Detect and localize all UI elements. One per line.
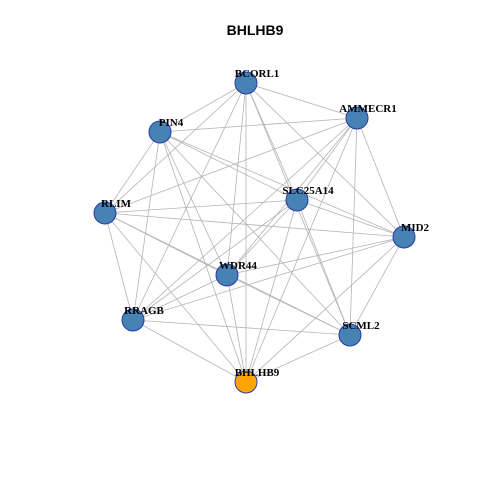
edge-slc25a14-rlim — [104, 199, 298, 214]
node-label-ammecr1: AMMECR1 — [339, 103, 396, 115]
node-rlim[interactable] — [93, 201, 117, 225]
graph-title: BHLHB9 — [227, 22, 284, 38]
edge-rlim-mid2 — [104, 212, 405, 238]
edge-ammecr1-scml2 — [349, 117, 358, 336]
node-mid2[interactable] — [392, 225, 416, 249]
edge-mid2-wdr44 — [226, 236, 405, 276]
node-ammecr1[interactable] — [345, 106, 369, 130]
node-bhlhb9[interactable] — [234, 370, 258, 394]
node-label-rlim: RLIM — [101, 198, 132, 210]
node-label-slc25a14: SLC25A14 — [282, 185, 334, 197]
node-layer — [93, 71, 416, 394]
edge-bcorl1-wdr44 — [226, 82, 247, 276]
edge-pin4-bhlhb9 — [159, 131, 247, 383]
edge-pin4-scml2 — [159, 131, 351, 336]
node-bcorl1[interactable] — [234, 71, 258, 95]
node-label-pin4: PIN4 — [159, 117, 184, 129]
node-label-wdr44: WDR44 — [219, 260, 257, 272]
edge-mid2-scml2 — [349, 236, 405, 336]
edge-wdr44-rragb — [132, 274, 228, 321]
edge-ammecr1-mid2 — [356, 117, 405, 238]
edge-pin4-wdr44 — [159, 131, 228, 276]
edge-pin4-mid2 — [159, 131, 405, 238]
edge-bcorl1-mid2 — [245, 82, 405, 238]
edge-pin4-slc25a14 — [159, 131, 298, 201]
node-label-bcorl1: BCORL1 — [235, 68, 280, 80]
edge-slc25a14-rragb — [132, 199, 298, 321]
edge-slc25a14-wdr44 — [226, 199, 298, 276]
edge-slc25a14-bhlhb9 — [245, 199, 298, 383]
edge-pin4-rragb — [132, 131, 161, 321]
edge-wdr44-scml2 — [226, 274, 351, 336]
edge-ammecr1-pin4 — [159, 117, 358, 133]
edge-pin4-rlim — [104, 131, 161, 214]
node-label-bhlhb9: BHLHB9 — [235, 367, 280, 379]
node-wdr44[interactable] — [215, 263, 239, 287]
node-label-rragb: RRAGB — [124, 305, 164, 317]
node-label-mid2: MID2 — [401, 222, 430, 234]
node-slc25a14[interactable] — [285, 188, 309, 212]
edge-mid2-bhlhb9 — [245, 236, 405, 383]
edge-rlim-rragb — [104, 212, 134, 321]
edge-rragb-scml2 — [132, 319, 351, 336]
node-label-scml2: SCML2 — [342, 320, 380, 332]
edge-bcorl1-slc25a14 — [245, 82, 298, 201]
edge-ammecr1-bhlhb9 — [245, 117, 358, 383]
edge-wdr44-bhlhb9 — [226, 274, 247, 383]
edge-slc25a14-mid2 — [296, 199, 405, 238]
edge-scml2-bhlhb9 — [245, 334, 351, 383]
edge-ammecr1-rragb — [132, 117, 358, 321]
node-rragb[interactable] — [121, 308, 145, 332]
edge-bcorl1-ammecr1 — [245, 82, 358, 119]
node-pin4[interactable] — [148, 120, 172, 144]
edge-ammecr1-rlim — [104, 117, 358, 214]
edge-bcorl1-pin4 — [159, 82, 247, 133]
edge-bcorl1-rragb — [132, 82, 247, 321]
node-scml2[interactable] — [338, 323, 362, 347]
edge-rlim-bhlhb9 — [104, 212, 247, 383]
edge-rragb-bhlhb9 — [132, 319, 247, 383]
edge-slc25a14-scml2 — [296, 199, 351, 336]
edge-mid2-rragb — [132, 236, 405, 321]
edge-ammecr1-slc25a14 — [296, 117, 358, 201]
